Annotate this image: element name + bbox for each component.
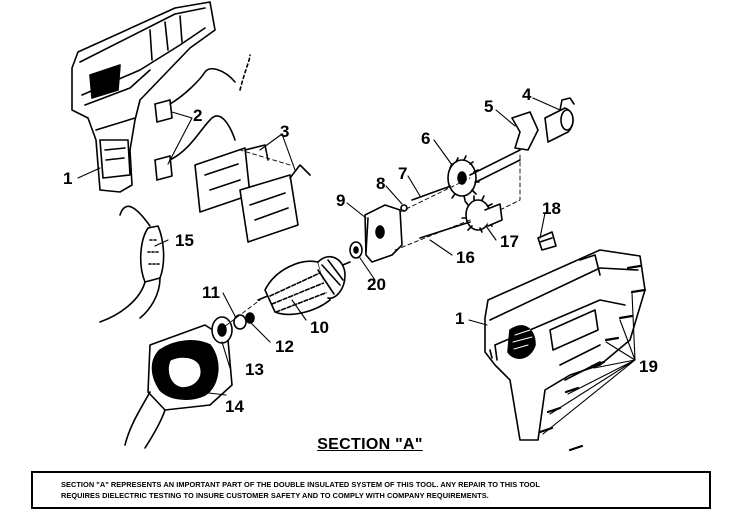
part-label-10: 10: [310, 318, 329, 337]
armature-drawing: [257, 256, 351, 316]
part-label-13: 13: [245, 360, 264, 379]
housing-screws-drawing: [538, 264, 647, 452]
screw-drawing: [537, 231, 557, 251]
part-label-6: 6: [421, 129, 430, 148]
part-label-16: 16: [456, 248, 475, 267]
housing-half-left-drawing: [71, 1, 216, 193]
note-line-1: SECTION "A" REPRESENTS AN IMPORTANT PART…: [61, 480, 540, 489]
leader-lines: [77, 97, 636, 435]
part-label-1-left: 1: [63, 169, 72, 188]
alignment-lines: [219, 149, 521, 331]
part-label-11: 11: [202, 283, 220, 302]
switch-contacts-drawing: [154, 54, 251, 181]
part-label-2: 2: [193, 106, 202, 125]
part-label-5: 5: [484, 97, 493, 116]
section-title: SECTION "A": [317, 436, 423, 453]
part-label-14: 14: [225, 397, 244, 416]
housing-half-right-drawing: [484, 249, 646, 441]
power-cord-drawing: [99, 205, 165, 323]
part-label-7: 7: [398, 164, 407, 183]
intermediate-gear-drawing: [419, 195, 503, 239]
part-label-15: 15: [175, 231, 194, 250]
chuck-parts-drawing: [511, 97, 575, 151]
part-label-20: 20: [367, 275, 386, 294]
part-label-9: 9: [336, 191, 345, 210]
part-label-3: 3: [280, 122, 289, 141]
fan-spacer-drawing: [349, 241, 363, 259]
bearing-drawing: [211, 312, 255, 344]
note-line-2: REQUIRES DIELECTRIC TESTING TO INSURE CU…: [61, 491, 489, 500]
part-label-1-right: 1: [455, 309, 464, 328]
part-label-19: 19: [639, 357, 658, 376]
part-label-17: 17: [500, 232, 519, 251]
part-number-labels: 1 2 3 4 5 6 7 8 9 10 11 12 13 14 15 16 1…: [63, 85, 658, 416]
spindle-gear-drawing: [445, 149, 521, 201]
part-label-12: 12: [275, 337, 294, 356]
gear-plate-drawing: [364, 204, 403, 263]
switch-assembly-drawing: [194, 144, 311, 243]
field-assembly-drawing: [124, 324, 233, 449]
insulation-note-box: SECTION "A" REPRESENTS AN IMPORTANT PART…: [31, 471, 711, 509]
ball-and-pin-drawing: [400, 187, 446, 212]
part-label-18: 18: [542, 199, 561, 218]
part-label-8: 8: [376, 174, 385, 193]
part-label-4: 4: [522, 85, 532, 104]
